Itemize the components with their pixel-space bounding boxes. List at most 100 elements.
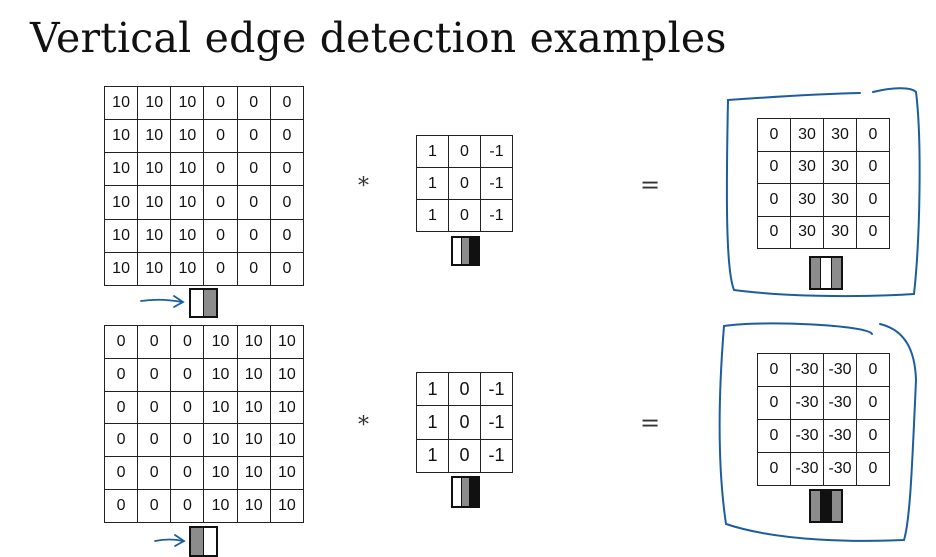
stripe-black [469, 238, 479, 264]
matrix-cell: 0 [236, 85, 271, 121]
matrix-cell: 0 [757, 386, 791, 420]
matrix-cell: 10 [103, 218, 139, 253]
matrix-cell: 0 [236, 218, 271, 253]
matrix-cell: 10 [103, 185, 139, 220]
filter-edge-icon-1 [451, 236, 480, 266]
matrix-cell: 0 [448, 199, 481, 232]
matrix-cell: 0 [269, 218, 305, 253]
matrix-cell: 0 [137, 357, 172, 392]
matrix-cell: 30 [823, 215, 857, 249]
matrix-cell: 0 [203, 119, 238, 154]
matrix-cell: 0 [170, 357, 205, 392]
matrix-cell: 0 [236, 185, 271, 220]
matrix-cell: 0 [103, 489, 139, 523]
matrix-cell: 30 [790, 118, 824, 152]
matrix-cell: 0 [203, 152, 238, 187]
matrix-cell: -30 [823, 386, 857, 420]
matrix-cell: 10 [269, 423, 305, 458]
matrix-cell: 10 [236, 357, 271, 392]
matrix-cell: 0 [856, 386, 890, 420]
matrix-cell: 10 [236, 325, 271, 359]
matrix-cell: 1 [416, 405, 449, 440]
stripe-gray [460, 478, 470, 506]
matrix-cell: 10 [236, 489, 271, 523]
matrix-cell: -30 [790, 353, 824, 387]
convolve-operator-2: * [358, 413, 369, 438]
matrix-cell: 10 [203, 390, 238, 425]
stripe-white [820, 258, 831, 288]
matrix-cell: 10 [137, 185, 172, 220]
matrix-cell: -1 [480, 135, 513, 168]
matrix-cell: -30 [790, 419, 824, 453]
matrix-cell: 0 [448, 438, 481, 474]
matrix-cell: 10 [203, 423, 238, 458]
matrix-cell: 0 [856, 183, 890, 217]
matrix-cell: -1 [480, 371, 513, 407]
matrix-cell: 10 [137, 251, 172, 287]
arrow-icon-1 [140, 295, 185, 308]
stripe-gray [460, 238, 470, 264]
matrix-cell: 0 [269, 85, 305, 121]
stripe-white [191, 290, 203, 316]
matrix-cell: 30 [823, 118, 857, 152]
matrix-cell: 0 [269, 152, 305, 187]
stripe-white [203, 528, 216, 555]
equals-sign-2: = [640, 409, 661, 437]
matrix-cell: 1 [416, 371, 449, 407]
matrix-cell: 0 [448, 405, 481, 440]
matrix-cell: 0 [757, 118, 791, 152]
matrix-cell: 0 [757, 419, 791, 453]
stripe-gray [811, 491, 821, 521]
matrix-cell: 10 [137, 85, 172, 121]
matrix-cell: 0 [856, 353, 890, 387]
matrix-cell: 0 [203, 185, 238, 220]
stripe-white [453, 478, 461, 506]
input-edge-icon-2 [189, 526, 218, 557]
matrix-cell: 0 [170, 489, 205, 523]
matrix-cell: 0 [137, 423, 172, 458]
matrix-cell: 10 [137, 218, 172, 253]
matrix-cell: 10 [103, 152, 139, 187]
matrix-cell: 0 [137, 489, 172, 523]
matrix-cell: -1 [480, 405, 513, 440]
matrix-cell: 10 [203, 456, 238, 491]
matrix-cell: 10 [269, 325, 305, 359]
matrix-cell: 0 [170, 390, 205, 425]
matrix-cell: -1 [480, 438, 513, 474]
matrix-cell: 0 [448, 135, 481, 168]
matrix-cell: 10 [203, 325, 238, 359]
matrix-cell: -30 [790, 452, 824, 486]
matrix-cell: 10 [203, 357, 238, 392]
convolve-operator-1: * [358, 174, 369, 199]
matrix-cell: 10 [170, 251, 205, 287]
matrix-cell: 10 [269, 456, 305, 491]
matrix-cell: 10 [103, 119, 139, 154]
stripe-gray [191, 528, 203, 555]
matrix-cell: 0 [137, 390, 172, 425]
matrix-cell: 10 [170, 185, 205, 220]
matrix-cell: 0 [757, 150, 791, 184]
matrix-cell: 30 [823, 150, 857, 184]
matrix-cell: 10 [236, 423, 271, 458]
matrix-cell: 0 [137, 456, 172, 491]
matrix-cell: -30 [823, 452, 857, 486]
matrix-cell: 0 [269, 251, 305, 287]
matrix-cell: -30 [823, 353, 857, 387]
